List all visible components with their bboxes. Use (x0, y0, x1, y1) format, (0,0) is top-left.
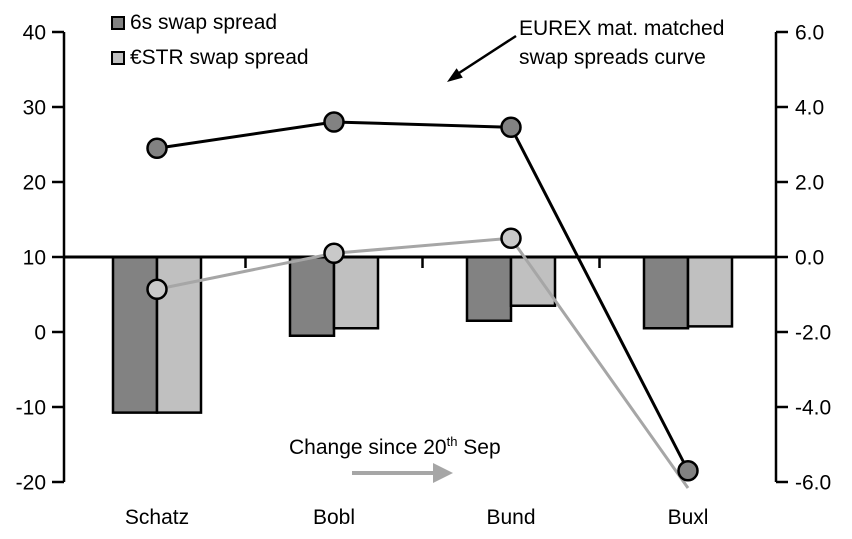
marker-6s-eurex-mat-matched-swap-spreads-curve-buxl (677, 460, 699, 482)
bar-6s-schatz (111, 255, 159, 414)
bar-6s-buxl (642, 255, 690, 330)
right-axis-tick-label: -4.0 (795, 397, 831, 420)
change-since-superscript: th (446, 434, 458, 449)
change-since-text: Change since 20 (289, 436, 447, 459)
plot-area: 403020100-10-206.04.02.00.0-2.0-4.0-6.0S… (16, 22, 832, 530)
marker--str-mat-matched-swap-spreads-curve-bobl (323, 242, 345, 264)
marker--str-mat-matched-swap-spreads-curve-bund (500, 227, 522, 249)
left-axis-tick-label: -20 (16, 472, 46, 495)
right-axis-tick-label: 4.0 (795, 97, 824, 120)
eurex-annotation-line1: EUREX mat. matched (519, 17, 725, 40)
category-label-bobl: Bobl (313, 506, 355, 529)
right-axis-tick-label: -6.0 (795, 472, 831, 495)
line--str-mat-matched-swap-spreads-curve (156, 236, 690, 489)
left-axis-tick-label: 0 (34, 322, 46, 345)
legend-item-estr-swap-spread: €STR swap spread (111, 43, 309, 72)
left-axis-tick-label: 40 (23, 22, 46, 45)
bar-estr-buxl (686, 255, 734, 328)
marker-6s-eurex-mat-matched-swap-spreads-curve-bund (500, 116, 522, 138)
change-since-text-suffix: Sep (457, 436, 501, 459)
marker--str-mat-matched-swap-spreads-curve-schatz (146, 278, 168, 300)
legend-label-6s: 6s swap spread (130, 11, 278, 34)
eurex-annotation: EUREX mat. matched swap spreads curve (519, 14, 724, 72)
marker-6s-eurex-mat-matched-swap-spreads-curve-bobl (323, 111, 345, 133)
change-since-annotation: Change since 20th Sep (289, 434, 501, 460)
category-label-schatz: Schatz (125, 506, 189, 529)
bar-6s-bobl (288, 255, 336, 337)
category-label-bund: Bund (486, 506, 535, 529)
category-label-buxl: Buxl (668, 506, 709, 529)
bar-estr-bund (509, 255, 557, 307)
bar-6s-bund (465, 255, 513, 322)
left-axis-tick-label: 30 (23, 97, 46, 120)
eurex-annotation-line2: swap spreads curve (519, 46, 706, 69)
right-axis-tick-label: 0.0 (795, 247, 824, 270)
change-arrow-head (433, 463, 453, 483)
eurex-arrow-head (447, 68, 463, 82)
eurex-arrow-line (458, 34, 517, 75)
legend-swatch-6s-icon (111, 15, 125, 30)
right-axis-tick-label: -2.0 (795, 322, 831, 345)
line-6s-eurex-mat-matched-swap-spreads-curve (156, 120, 690, 472)
legend-label-estr: €STR swap spread (130, 46, 309, 69)
right-axis-tick-label: 6.0 (795, 22, 824, 45)
legend: 6s swap spread €STR swap spread (111, 8, 309, 78)
left-axis-tick-label: 20 (23, 172, 46, 195)
left-axis-tick-label: -10 (16, 397, 46, 420)
legend-item-6s-swap-spread: 6s swap spread (111, 8, 309, 37)
bar-estr-bobl (332, 255, 380, 330)
marker-6s-eurex-mat-matched-swap-spreads-curve-schatz (146, 137, 168, 159)
eurex-annotation-arrow (447, 34, 517, 82)
legend-swatch-estr-icon (111, 50, 125, 65)
left-axis-tick-label: 10 (23, 247, 46, 270)
right-axis-tick-label: 2.0 (795, 172, 824, 195)
change-since-arrow (352, 463, 453, 483)
